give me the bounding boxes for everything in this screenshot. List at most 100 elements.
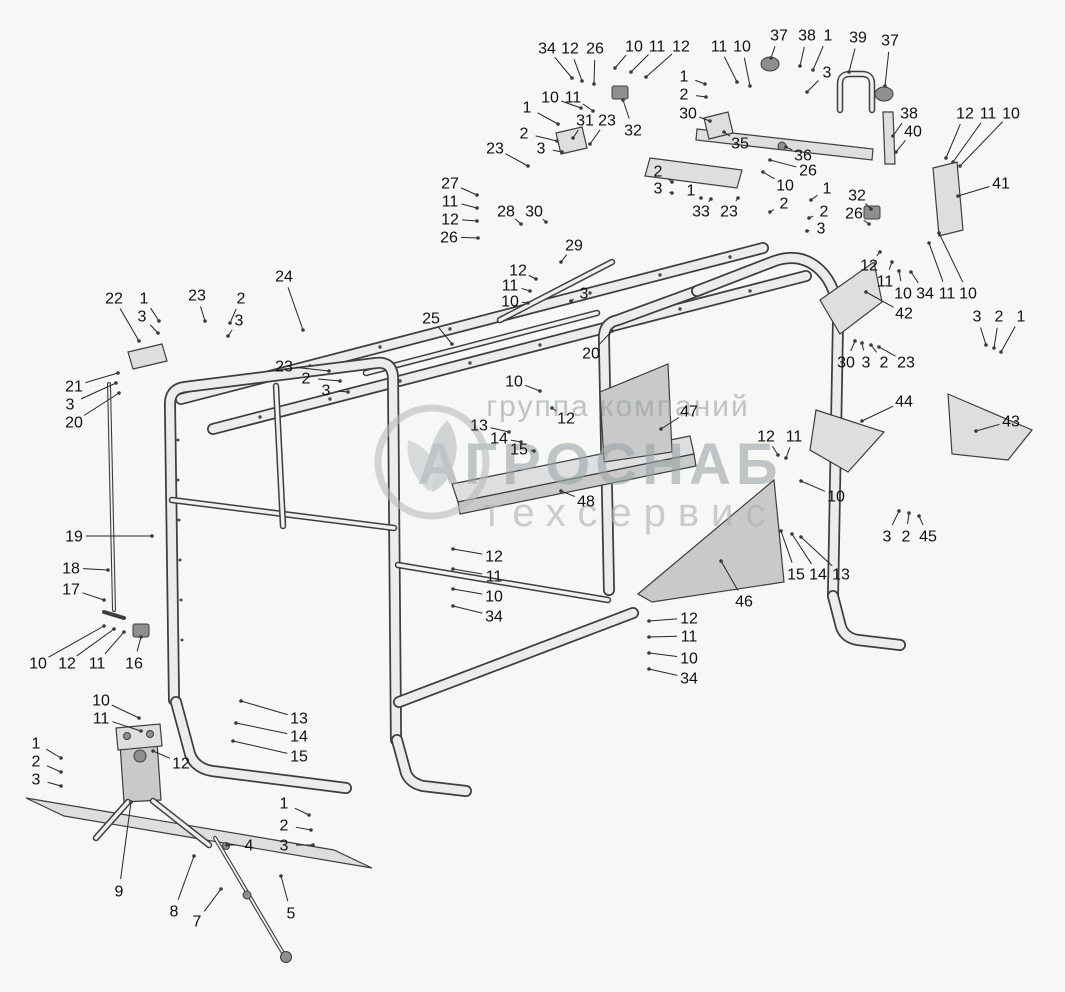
leader-line: [452, 548, 483, 555]
callout-label: 3: [883, 529, 892, 546]
leader-line: [1000, 326, 1016, 353]
callout-label: 10: [92, 693, 110, 710]
callout-label: 21: [65, 379, 83, 396]
callout-label: 2: [32, 754, 41, 771]
leader-target-dot: [647, 635, 651, 639]
leader-target-dot: [769, 56, 773, 60]
callout-label: 12: [672, 39, 690, 56]
leader-line: [800, 480, 826, 492]
leader-line: [785, 447, 791, 459]
callout-label: 32: [624, 123, 642, 140]
leader-target-dot: [225, 843, 229, 847]
leader-target-dot: [784, 145, 788, 149]
callout-label: 25: [422, 311, 440, 328]
callout-label: 47: [680, 404, 698, 421]
leader-line: [537, 112, 559, 125]
leader-line: [295, 366, 330, 372]
leader-target-dot: [869, 207, 873, 211]
leader-target-dot: [571, 136, 575, 140]
callout-label: 22: [105, 291, 123, 308]
leader-line: [648, 618, 678, 622]
leader-target-dot: [475, 206, 479, 210]
top-rail-rear: [207, 270, 812, 435]
leader-target-dot: [897, 269, 901, 273]
leader-line: [850, 340, 856, 352]
leader-target-dot: [909, 270, 913, 274]
leader-target-dot: [139, 635, 143, 639]
callout-label: 11: [711, 39, 728, 56]
leader-line: [104, 631, 125, 655]
leader-target-dot: [894, 150, 898, 154]
leader-target-dot: [768, 158, 772, 162]
watermark-logo-icon: [374, 404, 490, 520]
leader-line: [865, 291, 894, 308]
leader-target-dot: [234, 721, 238, 725]
callout-label: 13: [290, 711, 308, 728]
leader-target-dot: [709, 197, 713, 201]
leader-target-dot: [451, 587, 455, 591]
leader-target-dot: [279, 874, 283, 878]
cage-front-ski-left: [170, 696, 352, 794]
leader-line: [952, 122, 982, 163]
leader-line: [150, 307, 160, 322]
leader-target-dot: [944, 156, 948, 160]
callout-label: 15: [787, 567, 805, 584]
leader-target-dot: [507, 430, 511, 434]
leader-line: [945, 123, 961, 159]
leader-line: [630, 54, 649, 73]
leader-target-dot: [704, 95, 708, 99]
callout-label: 11: [93, 711, 110, 728]
leader-line: [461, 219, 478, 222]
leader-target-dot: [519, 440, 523, 444]
callout-label: 3: [138, 309, 147, 326]
leader-target-dot: [869, 343, 873, 347]
callout-label: 15: [510, 442, 528, 459]
leader-target-dot: [917, 514, 921, 518]
callout-label: 14: [290, 729, 308, 746]
leader-line: [460, 236, 479, 239]
leader-line: [535, 135, 558, 142]
leader-target-dot: [203, 319, 207, 323]
callout-label: 7: [193, 914, 202, 931]
leader-line: [295, 826, 312, 831]
leader-target-dot: [534, 277, 538, 281]
leader-target-dot: [129, 800, 133, 804]
leader-target-dot: [102, 624, 106, 628]
mount-32b: [863, 205, 881, 220]
leader-line: [490, 427, 510, 433]
leader-target-dot: [192, 854, 196, 858]
callout-label: 32: [848, 188, 866, 205]
cage-bottom-rail: [393, 607, 639, 708]
cage-rear-foot: [827, 590, 906, 651]
callout-label: 14: [490, 431, 508, 448]
callout-label: 23: [720, 204, 738, 221]
leader-line: [614, 54, 627, 69]
cage-front-hoop: [163, 356, 402, 746]
callout-label: 11: [442, 194, 459, 211]
leader-target-dot: [580, 79, 584, 83]
leader-target-dot: [891, 134, 895, 138]
leader-target-dot: [761, 170, 765, 174]
callout-label: 2: [280, 818, 289, 835]
callout-label: 11: [486, 569, 503, 586]
callout-label: 8: [170, 904, 179, 921]
callout-label: 40: [904, 124, 922, 141]
leader-target-dot: [809, 198, 813, 202]
leader-target-dot: [559, 260, 563, 264]
gusset-47: [599, 363, 673, 463]
leader-target-dot: [122, 630, 126, 634]
watermark-line2: АГРОСНАБ: [417, 432, 782, 497]
cage-inner-brace: [272, 382, 287, 530]
leader-target-dot: [647, 651, 651, 655]
callout-label: 43: [1002, 414, 1020, 431]
callout-label: 2: [237, 291, 246, 308]
leader-target-dot: [579, 106, 583, 110]
leader-target-dot: [659, 427, 663, 431]
callout-label: 38: [900, 106, 918, 123]
callout-label: 1: [687, 183, 696, 200]
callout-label: 3: [580, 286, 589, 303]
leader-line: [720, 560, 739, 591]
leader-line: [232, 740, 288, 754]
leader-line: [287, 287, 304, 331]
leader-line: [800, 536, 833, 567]
